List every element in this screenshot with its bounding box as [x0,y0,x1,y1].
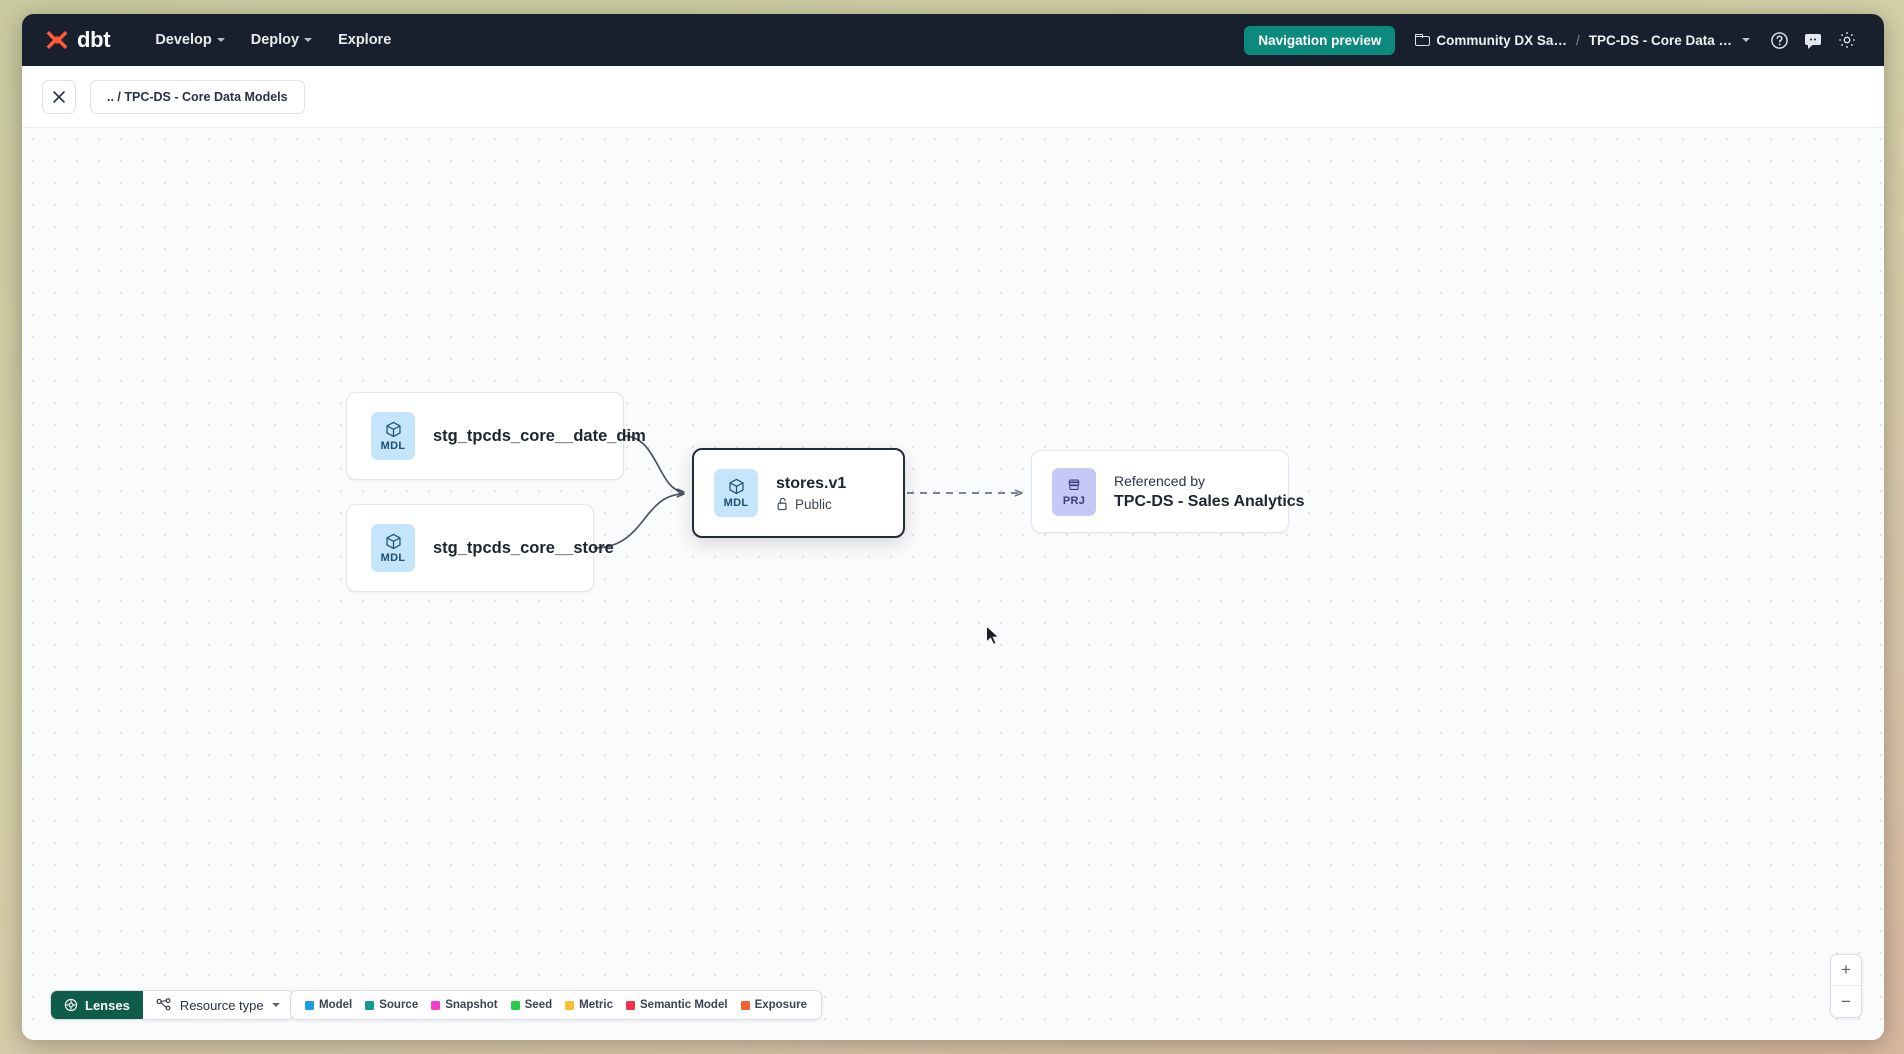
node-body: stores.v1 Public [776,475,846,512]
close-lineage-button[interactable] [42,79,76,114]
nav-item-develop[interactable]: Develop [142,26,237,54]
legend-label: Seed [524,999,553,1011]
legend-item-model: Model [305,999,352,1011]
node-title: stg_tpcds_core__date_dim [433,426,646,445]
resource-type-legend: Model Source Snapshot Seed Metric [290,990,822,1020]
chevron-down-icon [1742,38,1750,42]
account-breadcrumb[interactable]: Community DX Sa… [1415,33,1567,48]
legend-label: Source [379,999,419,1011]
node-body: stg_tpcds_core__store [433,538,614,558]
gear-icon [1839,32,1855,48]
node-access-status: Public [776,497,846,512]
node-title: TPC-DS - Sales Analytics [1114,492,1305,510]
node-badge-label: MDL [380,440,406,452]
legend-item-exposure: Exposure [740,999,807,1011]
top-navigation-right: Navigation preview Community DX Sa… / TP… [1244,25,1862,55]
breadcrumb-separator: / [1575,32,1580,48]
lineage-node-stores-v1[interactable]: MDL stores.v1 Public [692,448,905,538]
node-body: stg_tpcds_core__date_dim [433,426,646,446]
top-navigation-bar: dbt Develop Deploy Explore Navigation pr… [22,14,1884,66]
legend-swatch [510,1000,520,1010]
nav-item-explore-label: Explore [338,32,392,48]
feedback-button[interactable] [1798,25,1828,55]
legend-label: Metric [579,999,613,1011]
lineage-node-sales-analytics[interactable]: PRJ Referenced by TPC-DS - Sales Analyti… [1031,450,1305,533]
account-breadcrumb-label: Community DX Sa… [1436,32,1567,48]
legend-swatch [365,1000,375,1010]
lineage-node-stg-store[interactable]: MDL stg_tpcds_core__store [346,504,614,592]
node-title: stg_tpcds_core__store [433,538,614,557]
node-relationship-label: Referenced by [1114,472,1206,489]
node-badge-label: MDL [380,552,406,564]
legend-swatch [626,1000,635,1010]
browser-window: dbt Develop Deploy Explore Navigation pr… [22,14,1884,1040]
node-badge-model: MDL [371,412,415,460]
help-button[interactable] [1764,25,1794,55]
dbt-mark-icon [44,28,70,52]
legend-label: Exposure [754,999,807,1011]
lenses-button[interactable]: Lenses [51,991,143,1019]
folder-icon [1415,34,1431,46]
lineage-node-stg-date-dim[interactable]: MDL stg_tpcds_core__date_dim [346,392,646,480]
node-title: stores.v1 [776,474,847,492]
zoom-out-button[interactable]: − [1841,991,1851,1011]
lenses-button-label: Lenses [85,997,130,1013]
legend-item-seed: Seed [510,999,553,1011]
nav-item-deploy-label: Deploy [250,32,300,48]
brand-text: dbt [77,27,111,52]
node-badge-model: MDL [371,524,415,572]
chevron-down-icon [271,1003,280,1007]
settings-button[interactable] [1832,25,1862,55]
legend-item-semantic-model: Semantic Model [626,999,728,1011]
project-stack-icon [1068,479,1080,490]
legend-item-snapshot: Snapshot [431,999,498,1011]
cube-icon [728,478,744,495]
legend-swatch [740,1000,750,1010]
lineage-toolbar: .. / TPC-DS - Core Data Models [22,66,1884,128]
lens-icon [64,998,78,1012]
nodes-icon [156,998,171,1011]
node-access-label: Public [795,496,832,512]
legend-label: Model [319,999,353,1011]
nav-item-develop-label: Develop [155,32,212,48]
legend-label: Semantic Model [640,999,728,1011]
node-badge-label: PRJ [1062,495,1086,507]
resource-type-label: Resource type [179,997,264,1013]
lineage-breadcrumb-chip[interactable]: .. / TPC-DS - Core Data Models [90,79,305,114]
node-body: Referenced by TPC-DS - Sales Analytics [1114,472,1305,511]
project-breadcrumb[interactable]: TPC-DS - Core Data … [1589,33,1750,48]
node-badge-label: MDL [723,497,749,509]
legend-swatch [431,1000,441,1010]
help-circle-icon [1770,31,1788,49]
mouse-cursor [986,625,1000,646]
dbt-logo[interactable]: dbt [44,27,111,53]
legend-swatch [565,1000,575,1010]
legend-label: Snapshot [445,999,498,1011]
lineage-canvas[interactable]: MDL stg_tpcds_core__date_dim MDL stg_tpc… [22,128,1884,1040]
node-badge-project: PRJ [1052,467,1096,516]
project-breadcrumb-label: TPC-DS - Core Data … [1588,32,1732,48]
nav-item-deploy[interactable]: Deploy [238,26,325,54]
navigation-preview-button[interactable]: Navigation preview [1244,25,1396,55]
zoom-in-button[interactable]: + [1831,955,1861,986]
legend-item-source: Source [365,999,418,1011]
close-icon [53,90,65,103]
nav-item-explore[interactable]: Explore [325,26,404,54]
feedback-icon [1805,33,1821,49]
unlock-icon [777,497,787,511]
cube-icon [385,533,401,550]
legend-item-metric: Metric [565,999,613,1011]
lineage-edges [593,435,1884,549]
chevron-down-icon [304,38,313,42]
cube-icon [385,421,401,438]
node-badge-model: MDL [714,469,758,517]
lens-controls: Lenses Resource type [50,990,294,1020]
zoom-controls: + − [1830,954,1862,1018]
legend-swatch [305,1000,314,1010]
chevron-down-icon [216,38,225,42]
resource-type-filter[interactable]: Resource type [142,991,293,1019]
